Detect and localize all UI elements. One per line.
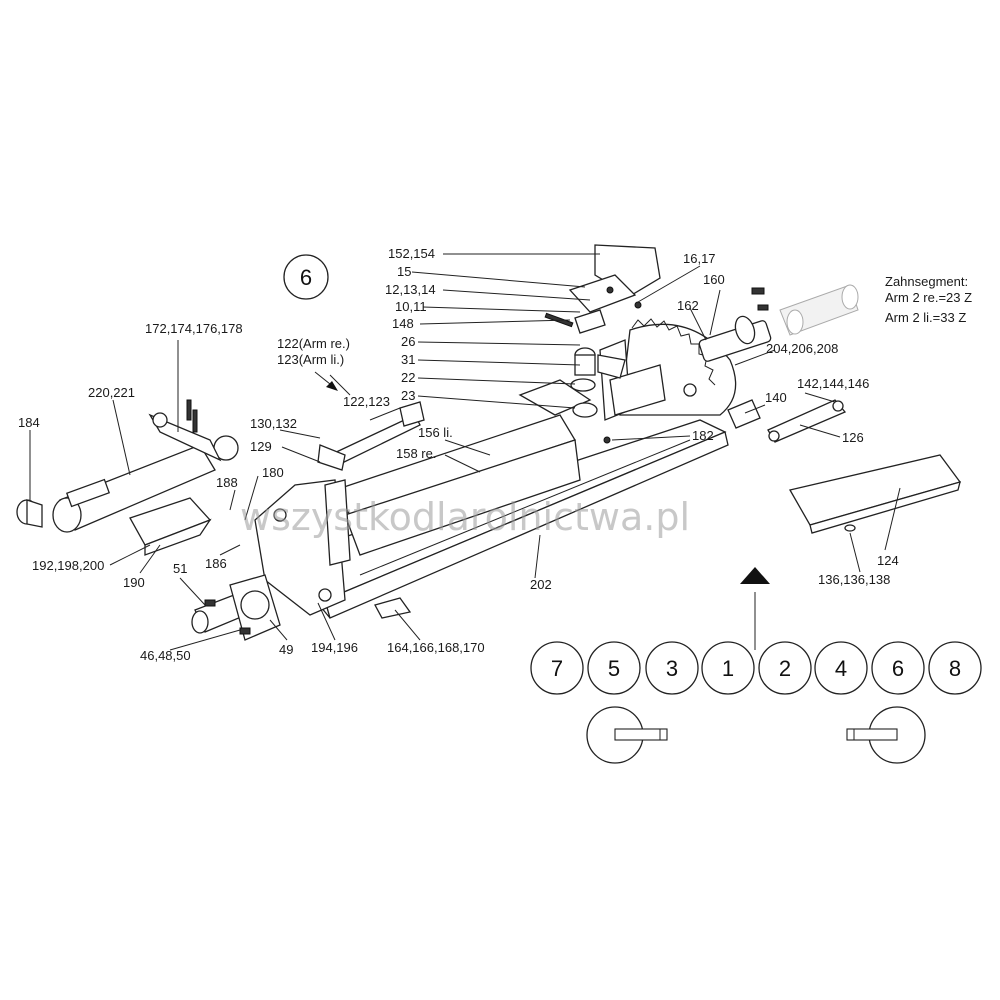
label-190: 190 — [123, 575, 145, 590]
label-23: 23 — [401, 388, 415, 403]
label-51: 51 — [173, 561, 187, 576]
pins-172 — [186, 399, 198, 433]
plate-190 — [129, 497, 212, 556]
label-204: 204,206,208 — [766, 341, 838, 356]
label-22: 22 — [401, 370, 415, 385]
label-124: 124 — [877, 553, 899, 568]
up-arrow-icon — [740, 567, 770, 584]
label-129: 129 — [250, 439, 272, 454]
watermark: wszystkodlarolnictwa.pl — [240, 495, 690, 539]
cardan-shaft — [698, 284, 859, 362]
label-148: 148 — [392, 316, 414, 331]
label-49: 49 — [279, 642, 293, 657]
label-182: 182 — [692, 428, 714, 443]
label-31: 31 — [401, 352, 415, 367]
position-2: 2 — [779, 656, 791, 681]
position-4: 4 — [835, 656, 847, 681]
label-184: 184 — [18, 415, 40, 430]
label-220: 220,221 — [88, 385, 135, 400]
label-15: 15 — [397, 264, 411, 279]
hydraulic-cylinder — [52, 412, 239, 533]
pin-symbol-left — [586, 706, 668, 764]
label-12: 12,13,14 — [385, 282, 436, 297]
upper-frame — [334, 379, 592, 556]
label-46: 46,48,50 — [140, 648, 191, 663]
label-158: 158 re. — [396, 446, 436, 461]
label-180: 180 — [262, 465, 284, 480]
label-16: 16,17 — [683, 251, 716, 266]
label-202: 202 — [530, 577, 552, 592]
note-title: Zahnsegment: — [885, 274, 968, 289]
label-172: 172,174,176,178 — [145, 321, 243, 336]
position-7: 7 — [551, 656, 563, 681]
gear-note: Zahnsegment: Arm 2 re.=23 Z Arm 2 li.=33… — [885, 274, 972, 325]
strap-164 — [374, 597, 412, 619]
part-labels: 152,154 15 12,13,14 10,11 148 26 31 22 2… — [18, 246, 899, 663]
label-142: 142,144,146 — [797, 376, 869, 391]
label-140: 140 — [765, 390, 787, 405]
position-circles: 7 5 3 1 2 4 6 8 — [530, 641, 982, 695]
position-3: 3 — [666, 656, 678, 681]
section-number: 6 — [300, 265, 312, 290]
label-192: 192,198,200 — [32, 558, 104, 573]
label-130: 130,132 — [250, 416, 297, 431]
label-194: 194,196 — [311, 640, 358, 655]
position-8: 8 — [949, 656, 961, 681]
section-badge: 6 — [283, 254, 329, 300]
arrow-head-icon — [326, 381, 338, 391]
bushing-184 — [16, 499, 43, 528]
roller-140 — [727, 399, 761, 429]
arrows — [314, 371, 770, 650]
label-162: 162 — [677, 298, 699, 313]
label-188: 188 — [216, 475, 238, 490]
label-164: 164,166,168,170 — [387, 640, 485, 655]
label-26: 26 — [401, 334, 415, 349]
label-156: 156 li. — [418, 425, 453, 440]
label-160: 160 — [703, 272, 725, 287]
label-10: 10,11 — [395, 299, 427, 314]
position-5: 5 — [608, 656, 620, 681]
position-6: 6 — [892, 656, 904, 681]
label-186: 186 — [205, 556, 227, 571]
label-126: 126 — [842, 430, 864, 445]
link-126 — [767, 399, 847, 443]
link-122 — [317, 401, 425, 471]
input-shaft — [191, 574, 281, 641]
top-cover — [568, 244, 661, 313]
position-1: 1 — [722, 656, 734, 681]
leader-lines — [29, 253, 901, 651]
bracket-plate — [254, 479, 351, 616]
pin-symbol-right — [846, 706, 926, 764]
label-122: 122,123 — [343, 394, 390, 409]
note-line2: Arm 2 li.=33 Z — [885, 310, 966, 325]
label-152: 152,154 — [388, 246, 435, 261]
label-123-arm: 123(Arm li.) — [277, 352, 344, 367]
note-line1: Arm 2 re.=23 Z — [885, 290, 972, 305]
label-136: 136,136,138 — [818, 572, 890, 587]
nut-182 — [603, 436, 611, 444]
label-122-arm: 122(Arm re.) — [277, 336, 350, 351]
plate-124 — [789, 454, 962, 534]
